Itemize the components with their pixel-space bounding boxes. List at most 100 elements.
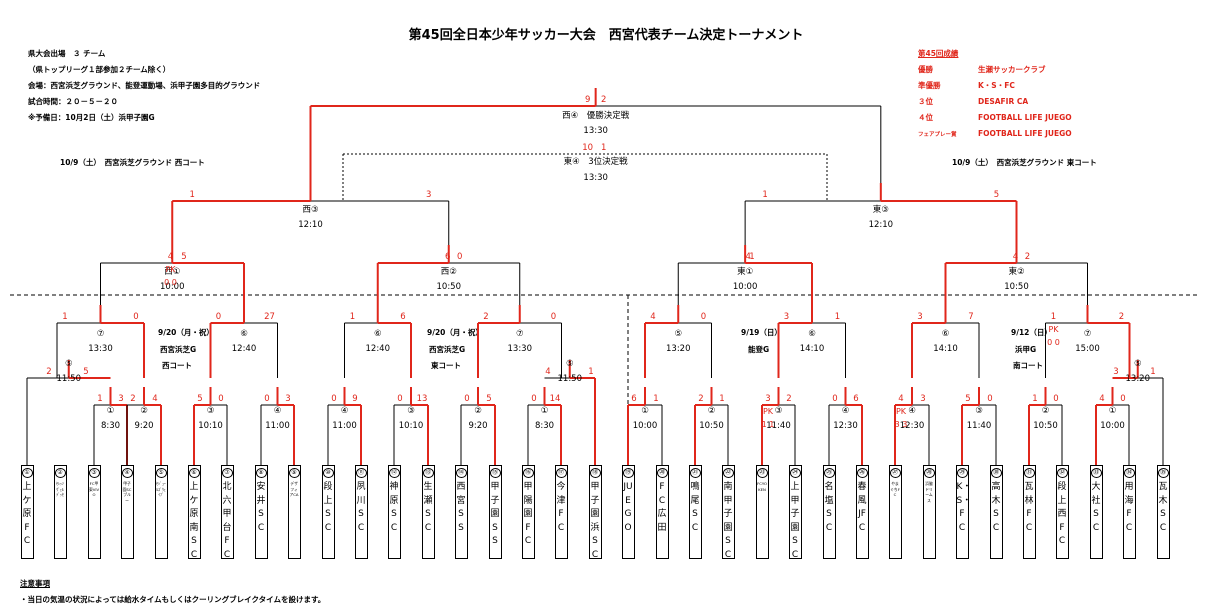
match-label: 東① [737,266,753,277]
team-name: ｾﾚｯｿｳﾞｪﾙﾃﾞｯｾ [56,481,64,498]
team-number: ④ [121,468,133,478]
score: 1 [350,312,355,322]
venue-court: 西コート [162,361,192,370]
team-number: ㉚ [990,468,1002,478]
results-label: ３位 [918,97,933,106]
match-time: 9:20 [468,421,487,431]
score: 9 [585,95,590,105]
team-number: ⑭ [455,468,467,478]
match-label: ① [1109,406,1117,416]
page-title: 第45回全日本少年サッカー大会 西宮代表チーム決定トーナメント [408,28,804,43]
venue-court: 南コート [1013,361,1043,370]
score: 14 [550,394,561,404]
team-name: 生瀬SC [423,482,433,533]
pk-label: PK [763,407,774,416]
match-label: ③ [775,406,783,416]
tournament-info: 県大会出場 ３ チーム （県トップリーグ１部参加２チーム除く） 会場：西宮浜芝グ… [28,46,260,126]
results-label: フェアプレー賞 [918,132,957,138]
score: 2 [698,394,703,404]
results-row: 優勝 生瀬サッカークラブ [918,62,1072,78]
venue-date: 9/19（日） [741,328,782,337]
match-label: 西④ 優勝決定戦 [562,110,630,121]
score: 2 [1025,252,1030,262]
results-label: ４位 [918,113,933,122]
venue-ground: 西宮浜芝G [160,345,197,354]
pk-score: 0 0 [164,278,177,287]
score: 4 [545,367,550,377]
score: 5 [486,394,491,404]
team-name: デザフィアCA [289,481,299,498]
team-name: やまぐちFC [890,481,900,498]
pk-label: PK [165,265,176,274]
match-label: ⑥ [808,329,816,339]
score: 2 [46,367,51,377]
score: 0 [216,312,221,322]
team-name: 鳴尾SC [690,482,700,533]
score: 3 [118,394,123,404]
match-time: 13:30 [583,126,608,136]
score: 5 [197,394,202,404]
match-time: 8:30 [101,421,120,431]
match-time: 12:30 [900,421,925,431]
team-number: ① [21,468,33,478]
team-number: ⑦ [221,468,233,478]
team-name: ｾｼﾞｭｰﾙｽﾞｳｪｲﾌﾞ [156,481,166,498]
team-name: 春風JFC [857,482,867,533]
score: 0 [1120,394,1125,404]
score: 2 [1119,312,1124,322]
match-time: 12:40 [232,344,257,354]
match-time: 11:40 [766,421,791,431]
notes-body: ・当日の気温の状況によっては給水タイムもしくはクーリングブレイクタイムを設けます… [20,595,326,604]
team-number: ㉔ [789,468,801,478]
match-label: ⑥ [374,329,382,339]
match-label: ⑤ [65,359,73,369]
results-team: FOOTBALL LIFE JUEGO [978,129,1072,138]
venue-date: 9/20（月・祝） [427,328,483,337]
score: 0 [457,252,462,262]
results-label: 優勝 [918,65,933,74]
match-time: 10:50 [699,421,724,431]
match-time: 13:30 [508,344,533,354]
match-label: ⑥ [240,329,248,339]
match-label: ⑦ [1084,329,1092,339]
east-court-label: 10/9（土） 西宮浜芝グラウンド 東コート [952,158,1097,167]
score: 5 [181,252,186,262]
results-team: 生瀬サッカークラブ [978,65,1046,74]
score: 4 [168,252,173,262]
match-time: 12:30 [833,421,858,431]
match-label: ④ [341,406,349,416]
team-number: ⑥ [188,468,200,478]
score: 6 [445,252,450,262]
score: 1 [719,394,724,404]
info-line: ※予備日：10月2日（土）浜甲子園G [28,113,155,122]
match-label: 西① [164,267,180,277]
score: 2 [786,394,791,404]
match-label: 東④ 3位決定戦 [564,156,629,167]
score: 5 [965,394,970,404]
score: 0 [832,394,837,404]
team-name: JUEGO [623,482,633,533]
team-number: ⑫ [388,468,400,478]
team-number: ⑰ [555,468,567,478]
team-name: 甲陽園FC [523,482,533,546]
match-label: ① [541,406,549,416]
venue-ground: 浜甲G [1015,345,1037,354]
team-name: FC甲東VIVO [88,481,100,498]
team-number: ② [54,468,66,478]
team-number: ⑳ [656,468,668,478]
team-number: ③ [88,468,100,478]
score: 0 [133,312,138,322]
team-name: 西宮SS [456,482,466,533]
